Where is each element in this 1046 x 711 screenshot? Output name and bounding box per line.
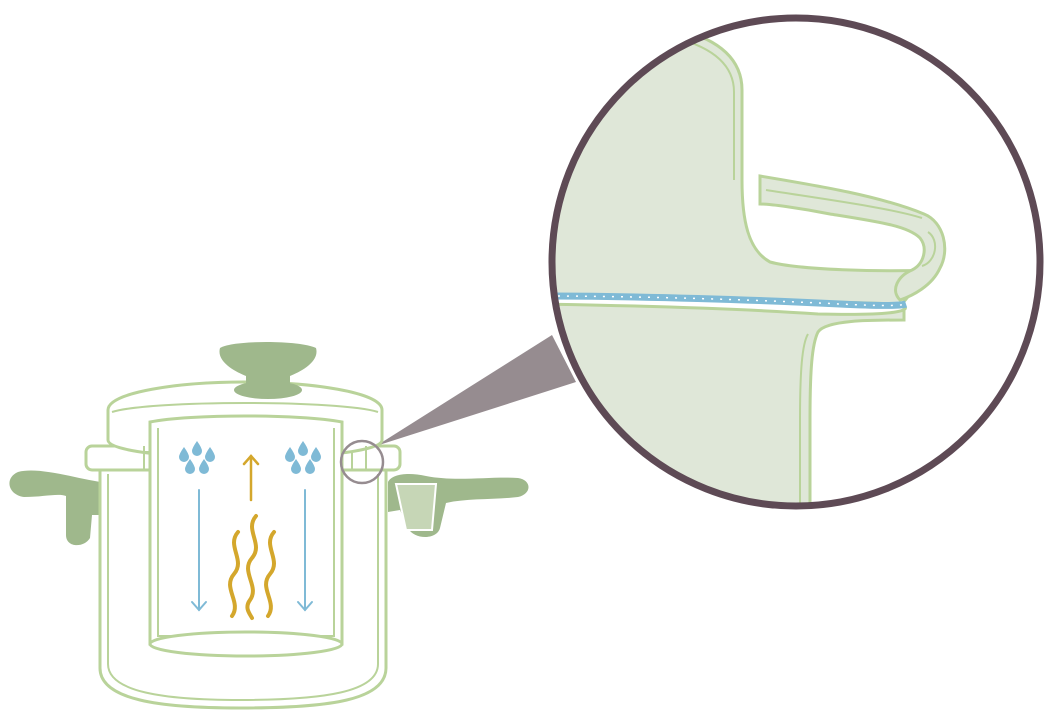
pot-body-inner-outline [107,474,379,702]
magnifier [548,14,1044,510]
water-drop-icon [285,441,321,474]
lid-top-line [111,402,379,413]
arrow-down-icon [297,489,313,612]
water-drop-icon [179,441,215,474]
callout-wedge [376,335,576,446]
left-handle [9,470,108,546]
pot [9,342,529,710]
lid-knob-base [234,381,302,399]
right-handle-grip [394,483,438,531]
arrow-up-icon [242,454,260,502]
magnifier-ring [548,14,1044,510]
arrow-down-icon [191,489,207,612]
lid-knob [219,342,317,392]
magnified-rim-curl [921,231,937,267]
seal-highlight-circle [339,439,385,485]
magnified-pot-wall-inner [799,333,809,506]
right-seal-corner [342,446,367,470]
inner-bottom [148,630,344,658]
magnified-rolled-rim [758,174,947,302]
water-seal-layer [552,292,908,309]
magnified-rim-upper-line [765,189,923,219]
steam-icon [228,514,276,620]
left-seal-corner [140,446,151,470]
